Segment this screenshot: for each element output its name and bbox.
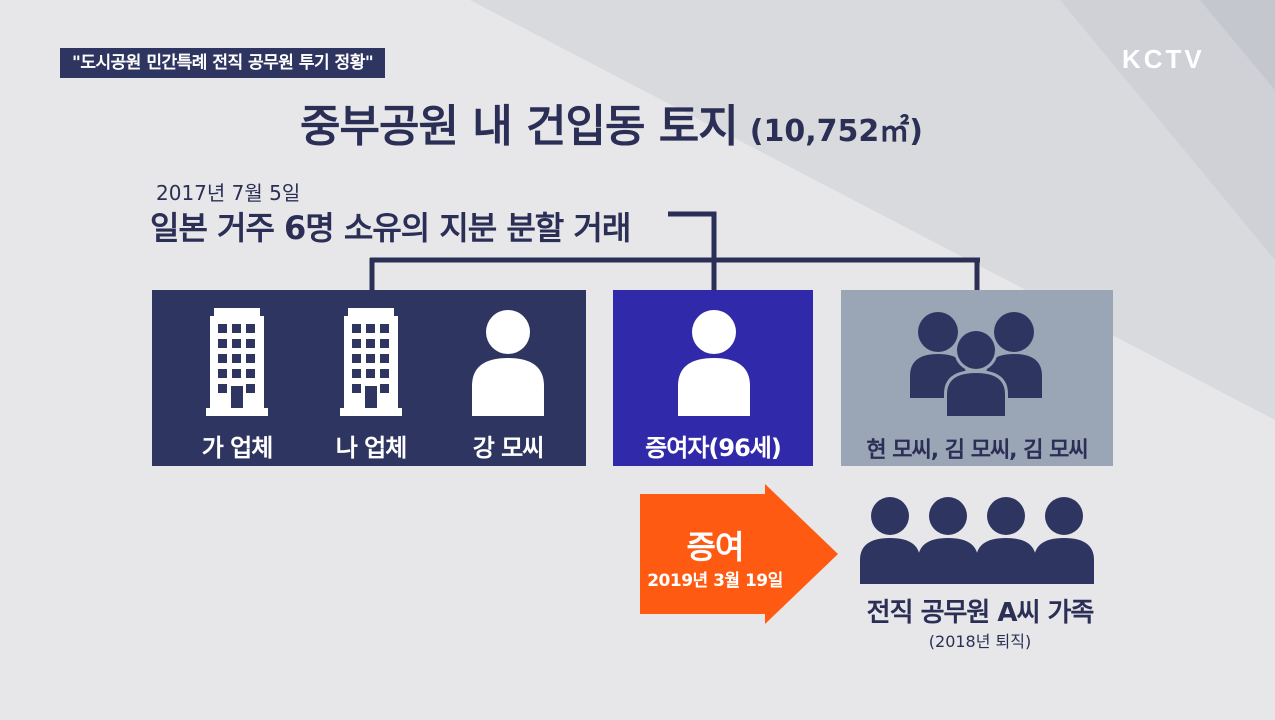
owner-label-kang: 강 모씨 [472,434,545,462]
news-caption: "도시공원 민간특례 전직 공무원 투기 정황" [60,48,386,78]
page-title: 중부공원 내 건입동 토지 (10,752㎡) [300,90,980,154]
transaction-date: 2017년 7월 5일 [156,181,301,205]
gift-label: 증여 [686,528,745,566]
owner-label-company-b: 나 업체 [335,434,408,462]
group-icon [910,312,1042,416]
other-owners-label: 현 모씨, 김 모씨, 김 모씨 [866,438,1088,463]
recipient-label: 전직 공무원 A씨 가족 [866,598,1095,628]
family-group-icon [860,497,1094,584]
gift-date: 2019년 3월 19일 [647,571,783,591]
building-icon [340,308,402,416]
broadcaster-logo: KCTV [1122,44,1205,74]
gift-arrow-icon [640,484,838,624]
transaction-description: 일본 거주 6명 소유의 지분 분할 거래 [150,209,631,247]
person-icon [472,310,544,416]
owner-label-company-a: 가 업체 [201,434,274,462]
title-main: 중부공원 내 건입동 토지 [300,101,739,152]
person-icon [678,310,750,416]
building-icon [206,308,268,416]
donor-label: 증여자(96세) [645,434,782,462]
title-area: (10,752㎡) [749,114,923,149]
recipient-sub: (2018년 퇴직) [928,632,1032,651]
